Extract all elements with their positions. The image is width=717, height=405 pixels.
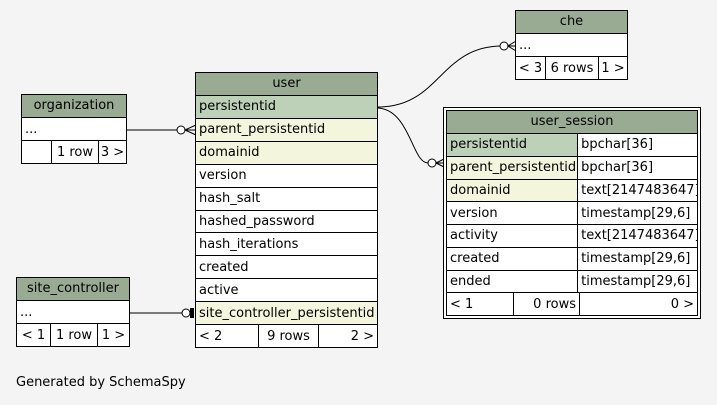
column-name-created: created [199, 259, 249, 275]
child-count: < 1 [21, 327, 46, 343]
column-type: text[2147483647] [577, 225, 697, 247]
column-row: ended timestamp[29,6] [447, 270, 697, 294]
column-row: persistentid [196, 96, 377, 119]
row-count: 0 rows [513, 293, 579, 315]
column-name-persistentid: persistentid [196, 96, 377, 118]
generator-credit: Generated by SchemaSpy [16, 375, 186, 390]
column-type: bpchar[36] [577, 156, 697, 179]
column-row: active [196, 279, 377, 303]
parent-count: 1 > [97, 324, 129, 346]
column-row: persistentid bpchar[36] [447, 134, 697, 157]
column-ellipsis: ... [519, 37, 532, 53]
table-title[interactable]: che [516, 11, 627, 34]
table-organization[interactable]: organization ... 1 row 3 > [21, 94, 127, 164]
table-site-controller[interactable]: site_controller ... < 1 1 row 1 > [16, 277, 130, 347]
column-name-parent-persistentid: parent_persistentid [196, 118, 377, 141]
column-name-hashed-password: hashed_password [199, 213, 315, 229]
column-row: created [196, 256, 377, 280]
column-row: domainid text[2147483647] [447, 179, 697, 203]
column-name-created: created [450, 251, 500, 267]
column-type: timestamp[29,6] [577, 247, 697, 270]
column-row: parent_persistentid bpchar[36] [447, 156, 697, 180]
table-stats: < 1 0 rows 0 > [447, 293, 697, 315]
column-name-active: active [199, 282, 239, 298]
column-name-hash-iterations: hash_iterations [199, 236, 299, 252]
column-name-site-controller-persistentid: site_controller_persistentid [196, 302, 377, 325]
table-stats: 1 row 3 > [22, 141, 126, 163]
column-type: bpchar[36] [577, 134, 697, 156]
edge-user-to-user-session [377, 107, 429, 164]
column-name-version: version [450, 205, 498, 221]
row-count: 1 row [50, 324, 97, 346]
column-name-version: version [199, 168, 247, 184]
column-row: hash_iterations [196, 233, 377, 257]
column-row: version timestamp[29,6] [447, 202, 697, 225]
table-stats: < 1 1 row 1 > [17, 324, 129, 346]
column-row: site_controller_persistentid [196, 302, 377, 326]
parent-count: 0 > [579, 293, 697, 315]
table-che[interactable]: che ... < 3 6 rows 1 > [515, 10, 628, 80]
table-user[interactable]: user persistentid parent_persistentid do… [195, 72, 378, 348]
parent-count: 2 > [318, 325, 377, 347]
child-count: < 2 [199, 328, 223, 344]
column-row: hashed_password [196, 211, 377, 234]
column-row: created timestamp[29,6] [447, 247, 697, 271]
edge-user-che-optional-marker [499, 41, 509, 51]
column-row: version [196, 165, 377, 188]
column-ellipsis: ... [25, 121, 38, 137]
table-stats: < 3 6 rows 1 > [516, 57, 627, 79]
column-name-activity: activity [450, 228, 498, 244]
table-stats: < 2 9 rows 2 > [196, 325, 377, 347]
parent-count: 3 > [98, 141, 126, 163]
row-count: 1 row [51, 141, 98, 163]
column-row: domainid [196, 141, 377, 165]
table-title[interactable]: user_session [447, 111, 697, 134]
table-title[interactable]: user [196, 73, 377, 96]
edge-site-controller-user-one-marker [190, 308, 194, 318]
column-name-hash-salt: hash_salt [199, 191, 261, 207]
column-name-parent-persistentid: parent_persistentid [447, 156, 578, 179]
child-count [22, 141, 51, 163]
edge-organization-user-optional-marker [176, 125, 186, 135]
row-count: 6 rows [545, 57, 598, 79]
child-count: < 3 [518, 60, 543, 76]
parent-count: 1 > [598, 57, 627, 79]
row-count: 9 rows [258, 325, 318, 347]
column-row: parent_persistentid [196, 118, 377, 142]
table-user-session[interactable]: user_session persistentid bpchar[36] par… [443, 107, 701, 319]
column-name-ended: ended [450, 273, 491, 289]
edge-user-user-session-optional-marker [427, 158, 437, 168]
edge-user-to-che [377, 45, 503, 108]
column-name-domainid: domainid [447, 179, 578, 202]
table-title[interactable]: site_controller [17, 278, 129, 301]
table-title[interactable]: organization [22, 95, 126, 118]
column-ellipsis: ... [20, 304, 33, 320]
edge-organization-user-crowfoot [184, 124, 197, 136]
column-type: timestamp[29,6] [577, 270, 697, 293]
edge-user-che-crowfoot [507, 40, 517, 52]
column-name-persistentid: persistentid [447, 134, 578, 156]
child-count: < 1 [450, 296, 474, 312]
column-row: hash_salt [196, 188, 377, 211]
column-type: timestamp[29,6] [577, 202, 697, 224]
column-type: text[2147483647] [577, 179, 697, 202]
column-row: activity text[2147483647] [447, 225, 697, 248]
edge-site-controller-user-optional-marker [181, 308, 191, 318]
column-name-domainid: domainid [196, 141, 377, 164]
